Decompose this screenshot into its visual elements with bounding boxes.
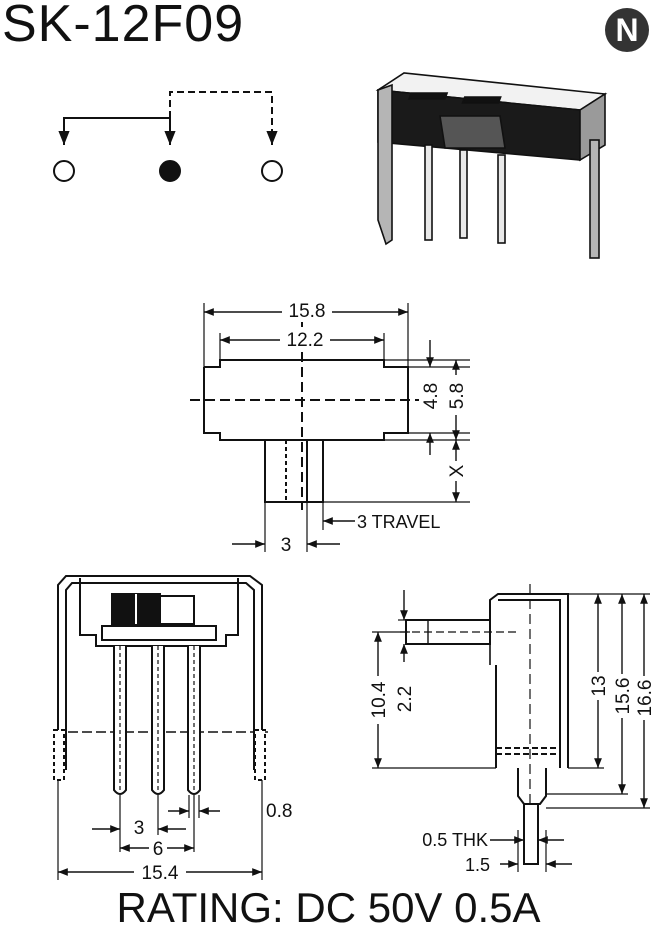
dim-15-6: 15.6 [613, 678, 634, 715]
dim-body-height: 4.8 [421, 383, 442, 409]
brand-logo: N [605, 8, 649, 52]
dim-16-6: 16.6 [635, 680, 656, 717]
front-view [53, 575, 268, 880]
dim-10-4: 10.4 [369, 681, 390, 718]
dim-actuator-width: 3 [281, 535, 292, 556]
logo-letter: N [615, 12, 638, 48]
top-view-labels: 15.8 12.2 4.8 5.8 X 3 TRAVEL 3 [280, 298, 468, 556]
rating-label: RATING: DC 50V 0.5A [116, 884, 541, 931]
circuit-schematic [53, 91, 283, 182]
dim-pin-pitch: 3 [134, 818, 145, 839]
travel-label: 3 TRAVEL [357, 512, 440, 532]
dim-actuator-extension: X [447, 464, 468, 477]
side-view-labels: 10.4 2.2 13 15.6 16.6 0.5 THK 1.5 [367, 672, 656, 875]
thickness-label: 0.5 THK [422, 830, 488, 850]
page-title: SK-12F09 [2, 0, 245, 53]
dim-2-2: 2.2 [395, 686, 416, 712]
dim-outer-pin-span: 6 [153, 839, 164, 860]
dim-1-5: 1.5 [465, 855, 490, 875]
dim-pin-width: 0.8 [266, 801, 292, 822]
switch-isometric-view [375, 72, 608, 259]
front-view-labels: 3 6 15.4 0.8 [134, 801, 293, 884]
side-view [372, 584, 650, 872]
dim-inner-width: 12.2 [287, 330, 324, 351]
dim-front-overall-width: 15.4 [142, 863, 179, 884]
dim-total-height: 5.8 [447, 383, 468, 409]
dim-overall-width: 15.8 [289, 301, 326, 322]
dim-13: 13 [589, 675, 610, 696]
